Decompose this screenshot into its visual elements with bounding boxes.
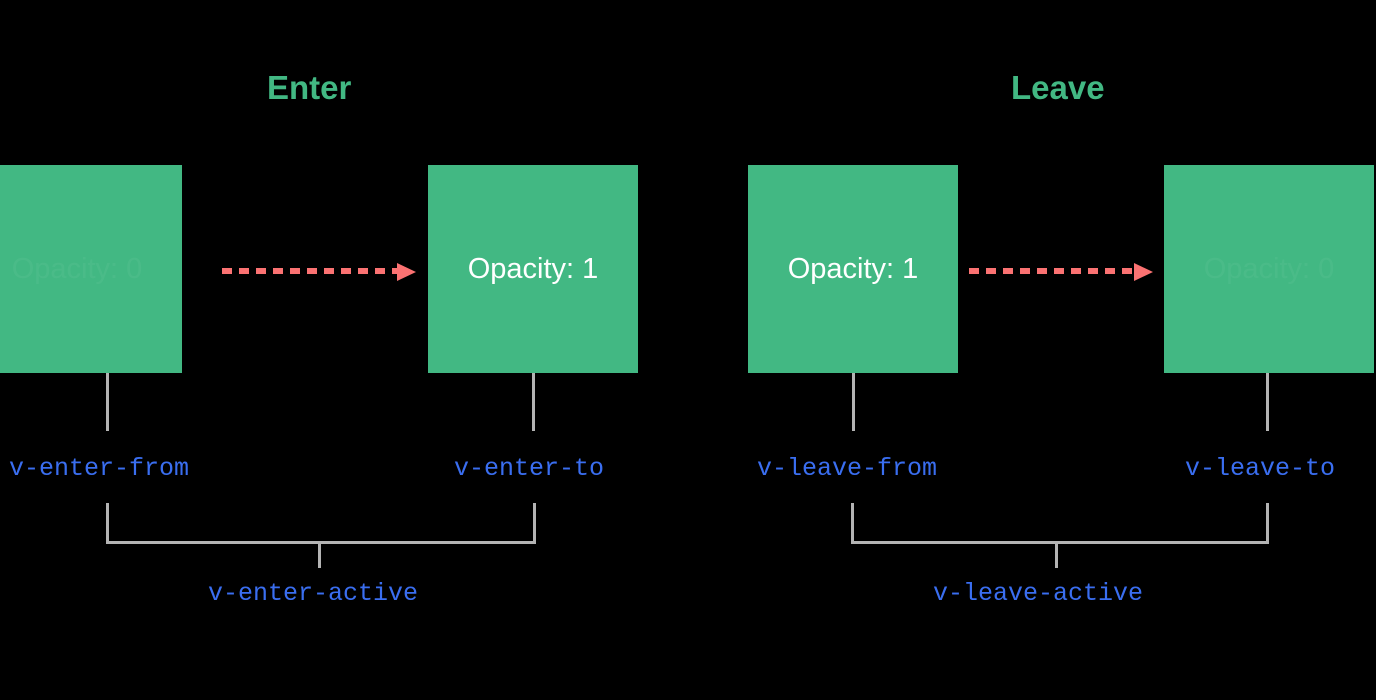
leave-transition-arrow-icon [969, 263, 1153, 281]
leave-arrow-shaft [969, 268, 1135, 274]
enter-arrow-shaft [222, 268, 398, 274]
enter-transition-arrow-icon [222, 263, 416, 281]
leave-to-opacity-label: Opacity: 0 [1204, 254, 1335, 284]
leave-to-class-label: v-leave-to [1185, 454, 1336, 483]
enter-from-connector-line [106, 373, 109, 431]
enter-from-class-label: v-enter-from [9, 454, 190, 483]
enter-to-connector-line [532, 373, 535, 431]
leave-section-title: Leave [1011, 69, 1105, 106]
enter-active-class-label: v-enter-active [208, 579, 419, 608]
enter-from-opacity-label: Opacity: 0 [12, 254, 143, 284]
enter-arrow-head [397, 263, 416, 281]
leave-active-bracket-stem [1055, 544, 1058, 568]
leave-from-opacity-label: Opacity: 1 [787, 252, 919, 285]
leave-from-class-label: v-leave-from [757, 454, 938, 483]
leave-to-connector-line [1266, 373, 1269, 431]
enter-active-bracket-stem [318, 544, 321, 568]
enter-from-box: Opacity: 0 [0, 165, 182, 373]
leave-active-class-label: v-leave-active [933, 579, 1144, 608]
leave-active-bracket [851, 503, 1269, 544]
enter-section-title: Enter [267, 69, 352, 106]
leave-from-connector-line [852, 373, 855, 431]
leave-from-box: Opacity: 1 [748, 165, 958, 373]
leave-arrow-head [1134, 263, 1153, 281]
enter-to-class-label: v-enter-to [454, 454, 605, 483]
enter-to-box: Opacity: 1 [428, 165, 638, 373]
leave-to-box: Opacity: 0 [1164, 165, 1374, 373]
enter-active-bracket [106, 503, 536, 544]
enter-to-opacity-label: Opacity: 1 [467, 252, 599, 285]
